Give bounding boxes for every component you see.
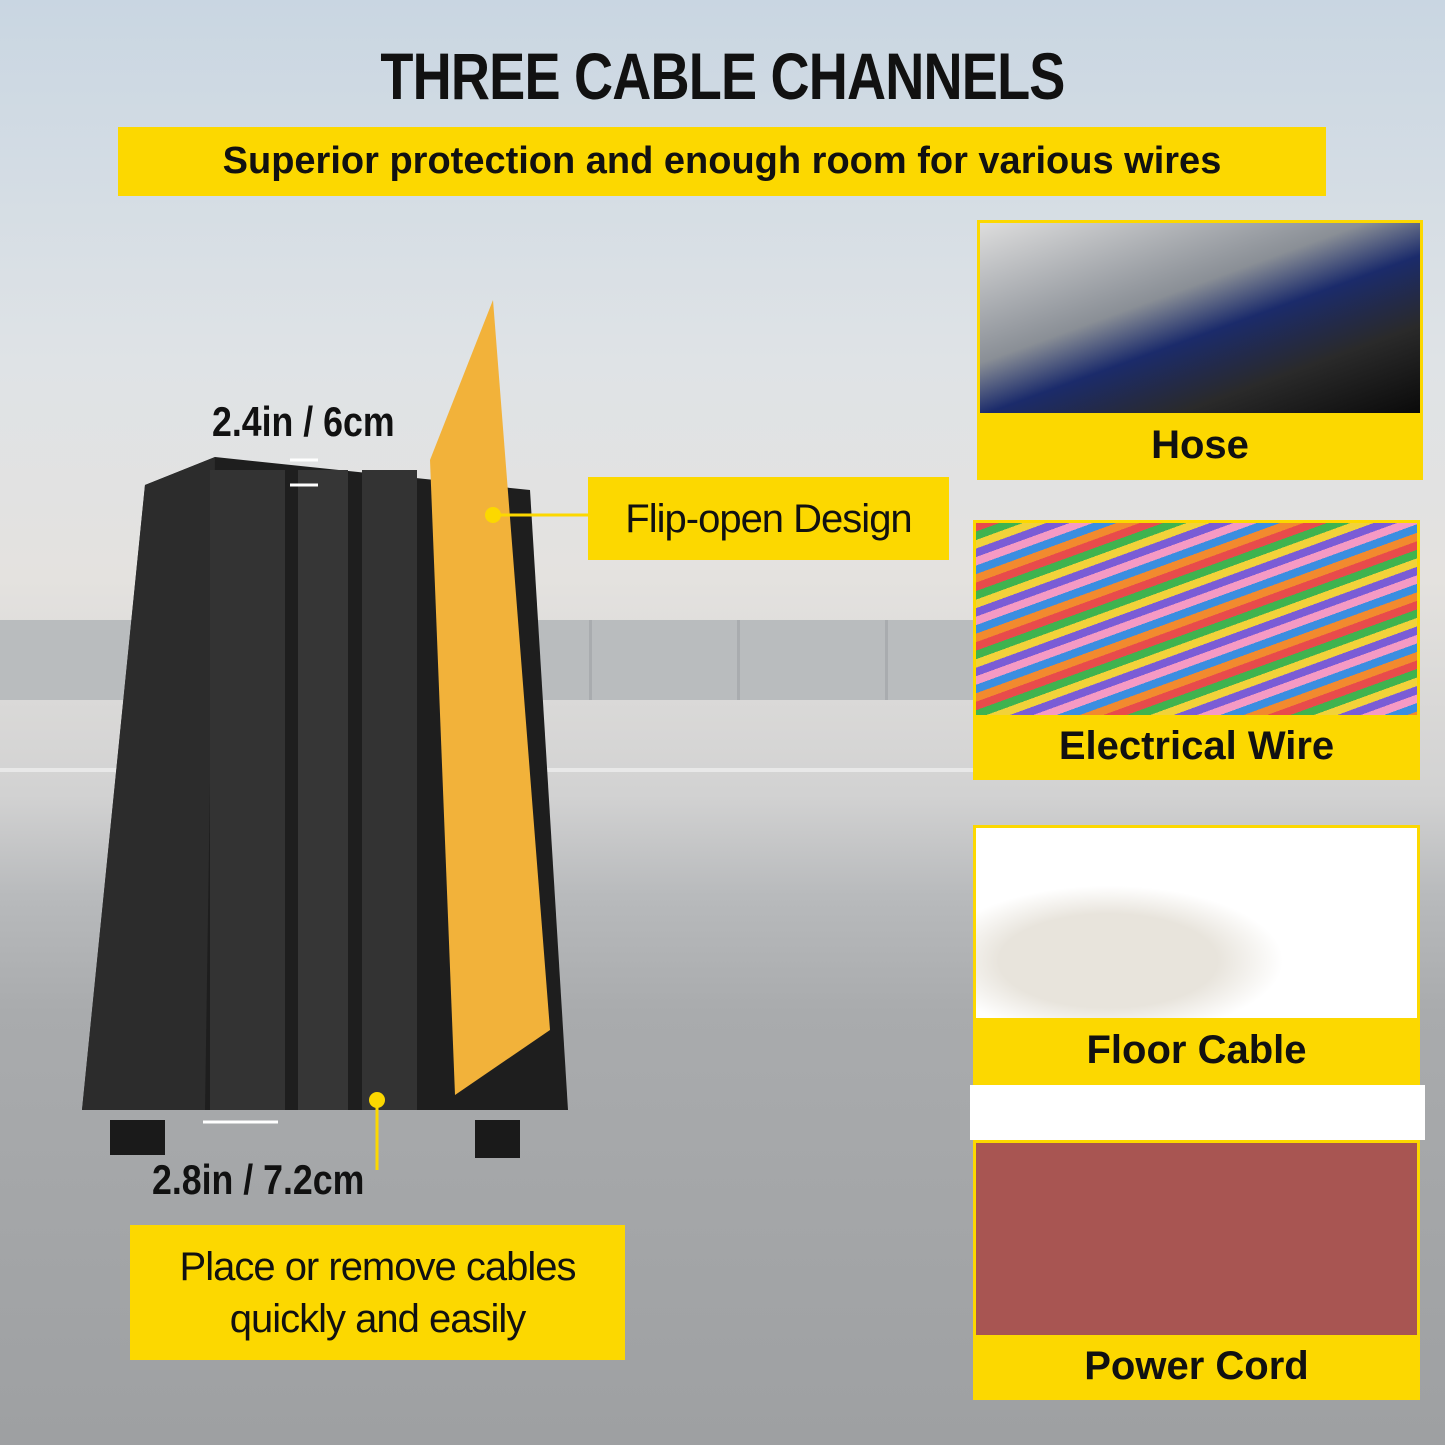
channel-2 xyxy=(298,470,348,1110)
subtitle-banner: Superior protection and enough room for … xyxy=(118,127,1326,196)
channel-1 xyxy=(210,470,285,1110)
hose-label: Hose xyxy=(1151,422,1249,467)
foot-right xyxy=(475,1120,520,1158)
foot-left xyxy=(110,1120,165,1155)
power-cord-swatch xyxy=(976,1143,1417,1335)
electrical-wire-image xyxy=(976,523,1417,715)
yellow-lid xyxy=(430,300,550,1095)
floor-cable-label: Floor Cable xyxy=(1086,1027,1307,1072)
floor-cable-image xyxy=(976,828,1417,1018)
floor-cable-panel: Floor Cable xyxy=(973,825,1420,1085)
power-cord-panel: Power Cord xyxy=(973,1140,1420,1400)
bottom-dimension: 2.8in / 7.2cm xyxy=(152,1156,365,1203)
flip-open-callout: Flip-open Design xyxy=(588,477,949,560)
channel-3 xyxy=(362,470,417,1110)
hose-panel: Hose xyxy=(977,220,1423,480)
top-dimension: 2.4in / 6cm xyxy=(212,398,395,445)
place-remove-callout: Place or remove cables quickly and easil… xyxy=(130,1225,625,1360)
electrical-wire-label: Electrical Wire xyxy=(1058,723,1335,768)
power-cord-label: Power Cord xyxy=(1084,1343,1309,1388)
hose-image xyxy=(980,223,1420,413)
power-cord-image-strip xyxy=(970,1085,1425,1140)
electrical-wire-panel: Electrical Wire xyxy=(973,520,1420,780)
page-title: THREE CABLE CHANNELS xyxy=(380,39,1065,113)
left-ramp xyxy=(82,457,215,1110)
cable-protector-image xyxy=(82,300,590,1170)
